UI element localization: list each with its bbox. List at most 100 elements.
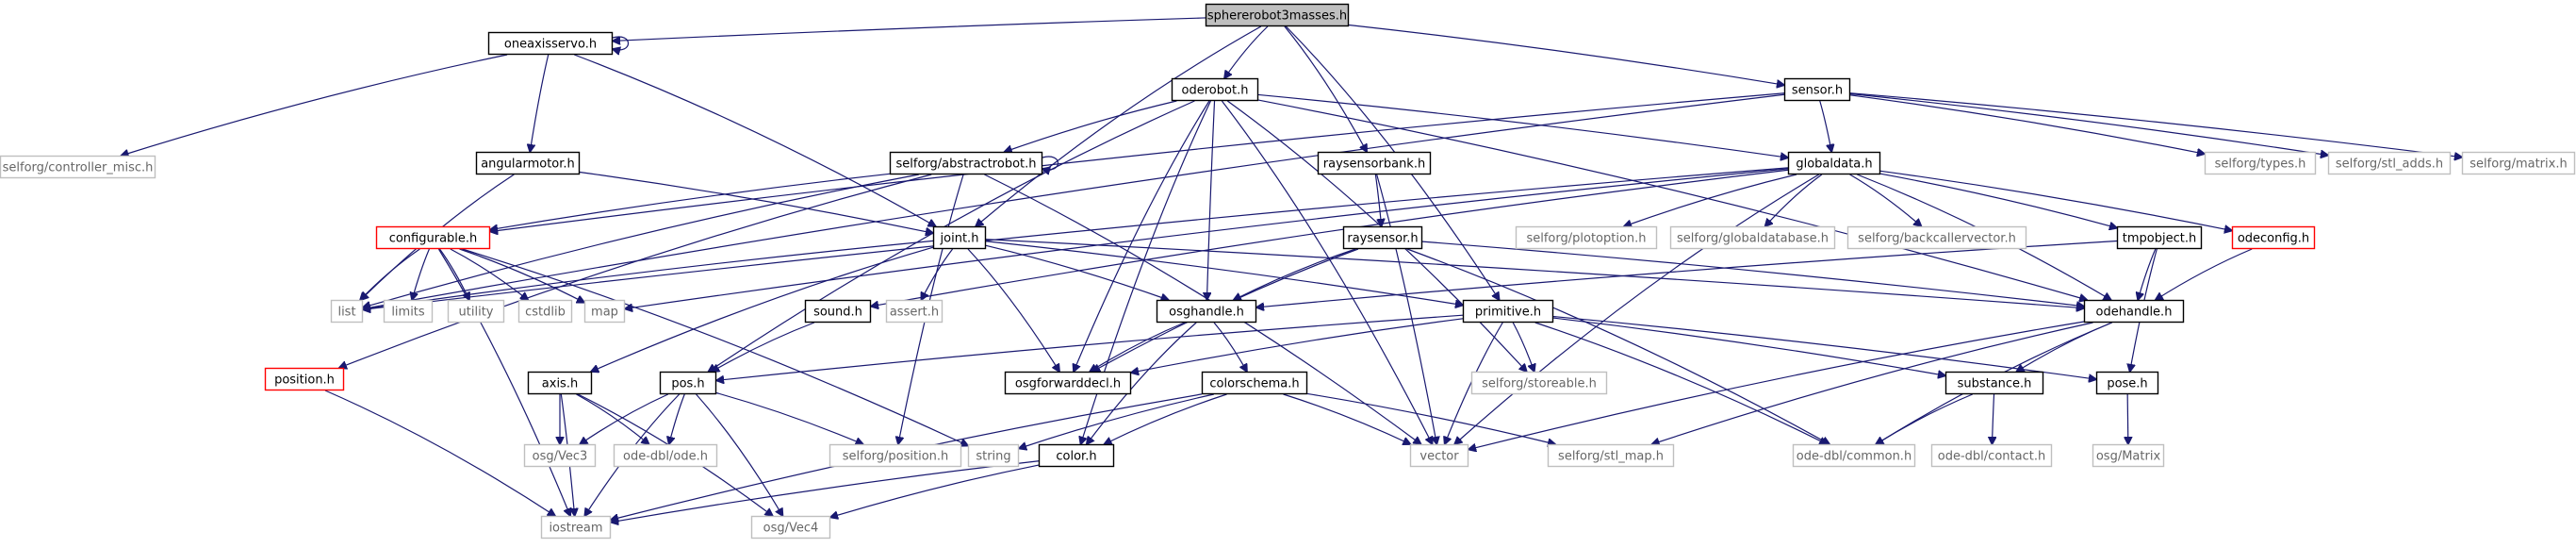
node-sound[interactable]: sound.h [804,299,872,324]
node-label: selforg/stl_map.h [1558,450,1664,464]
edge-oderobot-to-abstractrobot [1005,100,1177,152]
node-controller_misc: selforg/controller_misc.h [0,155,156,179]
node-pose[interactable]: pose.h [2095,371,2159,395]
node-pos[interactable]: pos.h [659,371,717,395]
node-color[interactable]: color.h [1038,443,1115,468]
node-box [517,299,573,324]
node-label: vector [1419,450,1459,464]
node-raysensorbank[interactable]: raysensorbank.h [1317,151,1432,175]
node-box [523,443,597,468]
node-label: osg/Vec4 [763,522,819,536]
node-label: color.h [1056,450,1096,464]
node-plotoption: selforg/plotoption.h [1515,225,1658,250]
edge-globaldata-to-vector [1454,174,1820,444]
edge-color-to-osgvec4 [830,464,1040,517]
node-label: substance.h [1958,377,2032,391]
node-label: selforg/matrix.h [2469,158,2567,172]
edge-sensor-to-configurable [490,92,1785,232]
node-label: selforg/backcallervector.h [1858,232,2016,246]
node-osghandle[interactable]: osghandle.h [1156,299,1257,324]
edge-joint-to-axis [591,246,934,372]
edge-pose-to-osgmatrix [2127,393,2128,444]
node-box [2327,151,2452,175]
edge-oderobot-to-pos [709,100,1195,372]
node-stl_adds: selforg/stl_adds.h [2327,151,2452,175]
edge-globaldata-to-odeconfig [1879,170,2232,230]
node-box [1787,151,1881,175]
edge-primitive-to-substance [1552,317,1945,375]
node-label: selforg/controller_misc.h [3,161,154,175]
node-label: selforg/stl_adds.h [2336,158,2443,172]
edge-abstractrobot-to-vector [984,174,1420,444]
node-box [750,515,831,540]
edge-tmpobject-to-osghandle [1256,240,2118,307]
node-label: position.h [274,374,335,388]
node-oneaxisservo[interactable]: oneaxisservo.h [487,31,614,56]
node-label: list [337,306,355,320]
node-abstractrobot[interactable]: selforg/abstractrobot.h [889,151,1043,175]
edge-axis-to-odedbl_ode [576,393,648,444]
edge-oderobot-to-vector [1221,100,1432,444]
node-configurable[interactable]: configurable.h [375,225,491,250]
node-box [1669,225,1836,250]
node-box [1317,151,1432,175]
edge-sensor-to-matrix [1849,92,2462,158]
edge-raysensor-to-odedbl_common [1406,248,1829,444]
edge-odehandle-to-vector [1468,321,2085,450]
node-primitive[interactable]: primitive.h [1462,299,1554,324]
node-odehandle[interactable]: odehandle.h [2083,299,2185,324]
node-box [527,371,593,395]
node-box [2461,151,2576,175]
node-box [885,299,943,324]
edge-root-to-primitive [1285,25,1499,300]
node-label: pos.h [671,377,704,391]
node-position[interactable]: position.h [264,367,345,391]
edge-pos-to-odedbl_ode [669,393,685,444]
node-label: odehandle.h [2096,306,2173,320]
node-label: joint.h [940,232,979,246]
node-label: selforg/globaldatabase.h [1677,232,1829,246]
edge-sensor-to-stl_adds [1849,92,2328,155]
node-label: configurable.h [389,232,478,246]
edge-root-to-oneaxisservo [613,17,1206,41]
edge-osghandle-to-colorschema [1213,322,1247,372]
node-odeconfig[interactable]: odeconfig.h [2231,225,2316,250]
node-substance[interactable]: substance.h [1944,371,2044,395]
node-label: ode-dbl/ode.h [623,450,708,464]
node-axis[interactable]: axis.h [527,371,593,395]
node-osgforwarddecl[interactable]: osgforwarddecl.h [1004,371,1132,395]
node-sensor[interactable]: sensor.h [1783,77,1851,102]
node-label: map [591,306,618,320]
node-box [613,443,718,468]
edge-colorschema-to-string [1019,393,1214,448]
node-angularmotor[interactable]: angularmotor.h [475,151,581,175]
edge-abstractrobot-to-configurable [490,173,891,229]
edge-osghandle-to-color [1087,322,1197,444]
node-box [2083,299,2185,324]
node-label: iostream [549,522,602,536]
node-raysensor[interactable]: raysensor.h [1342,225,1423,250]
node-box [889,151,1043,175]
node-map: map [583,299,626,324]
node-colorschema[interactable]: colorschema.h [1201,371,1308,395]
node-box [1038,443,1115,468]
edge-odeconfig-to-odehandle [2156,248,2253,300]
edge-colorschema-to-color [1104,393,1227,444]
node-tmpobject[interactable]: tmpobject.h [2116,225,2203,250]
node-globaldata[interactable]: globaldata.h [1787,151,1881,175]
node-joint[interactable]: joint.h [932,225,987,250]
node-root[interactable]: sphererobot3masses.h [1205,3,1350,27]
node-oderobot[interactable]: oderobot.h [1171,77,1259,102]
edge-raysensor-to-osghandle [1234,248,1356,300]
node-iostream: iostream [540,515,612,540]
node-backcallervector: selforg/backcallervector.h [1846,225,2027,250]
node-label: cstdlib [525,306,566,320]
edge-oneaxisservo-to-joint [574,54,935,226]
node-box [659,371,717,395]
node-box [0,155,156,179]
edge-abstractrobot-to-abstractrobot [1042,156,1058,170]
node-label: assert.h [890,306,939,320]
node-box [804,299,872,324]
node-label: oderobot.h [1182,84,1249,98]
edge-primitive-to-osgforwarddecl [1131,318,1464,373]
